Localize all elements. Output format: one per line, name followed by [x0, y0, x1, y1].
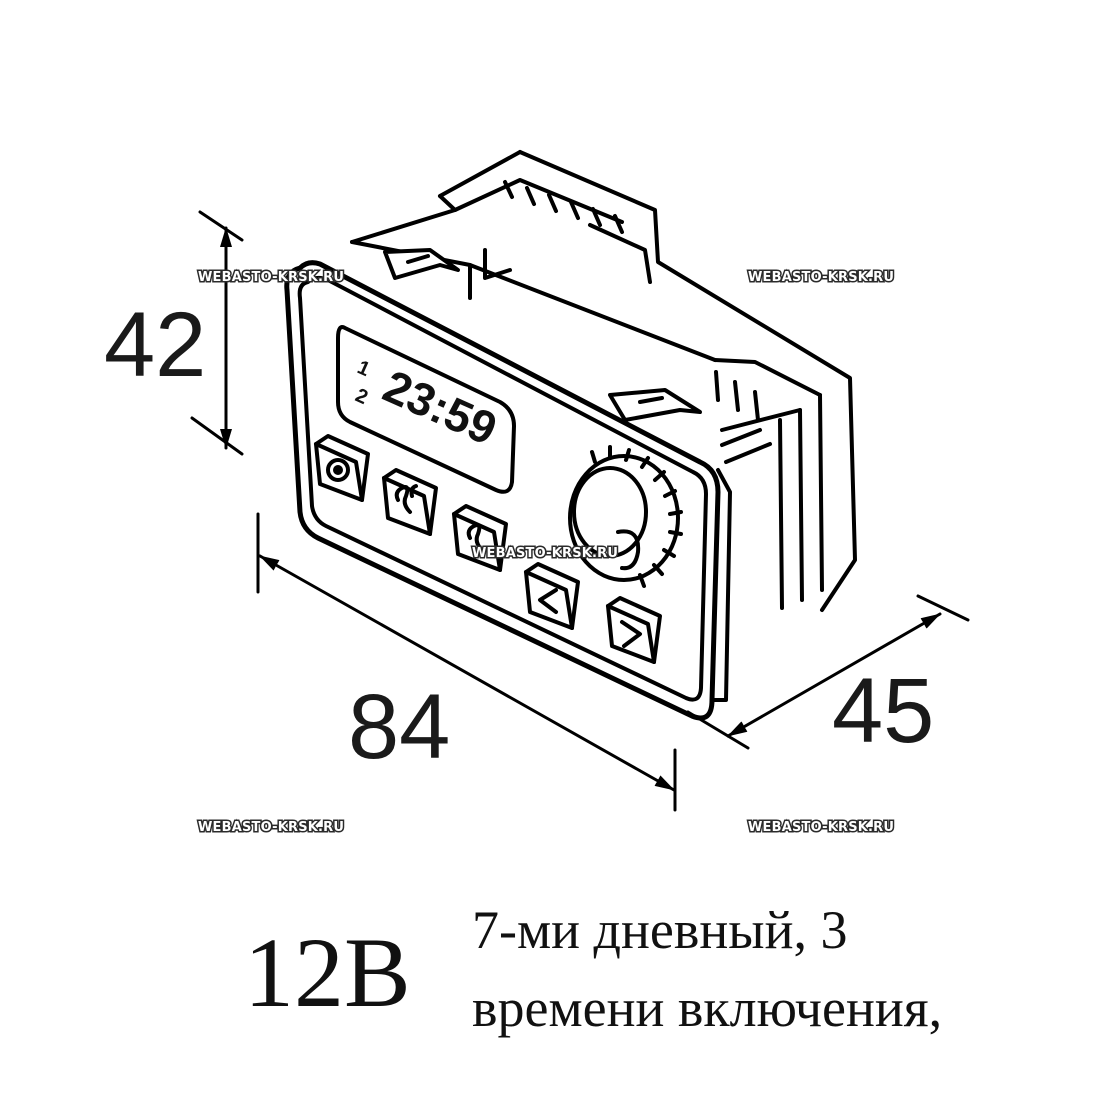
dimension-depth	[686, 594, 970, 750]
temperature-knob[interactable]	[568, 445, 683, 588]
watermark: WEBASTO-KRSK.RU	[198, 270, 344, 285]
dimension-width	[256, 512, 677, 812]
watermark: WEBASTO-KRSK.RU	[748, 820, 894, 835]
dimension-depth-label: 45	[832, 660, 934, 762]
watermark: WEBASTO-KRSK.RU	[472, 546, 618, 561]
dimension-height	[190, 210, 244, 456]
dimension-width-label: 84	[348, 676, 450, 778]
button-heat[interactable]	[382, 468, 438, 536]
watermark: WEBASTO-KRSK.RU	[748, 270, 894, 285]
watermark: WEBASTO-KRSK.RU	[198, 820, 344, 835]
description-line-1: 7-ми дневный, 3	[472, 900, 848, 960]
button-power[interactable]	[314, 434, 370, 502]
description-line-2: времени включения,	[472, 978, 943, 1038]
voltage-label: 12В	[244, 917, 411, 1028]
lcd-display	[336, 325, 516, 494]
dimension-height-label: 42	[104, 294, 206, 396]
connector-housing	[350, 150, 857, 612]
